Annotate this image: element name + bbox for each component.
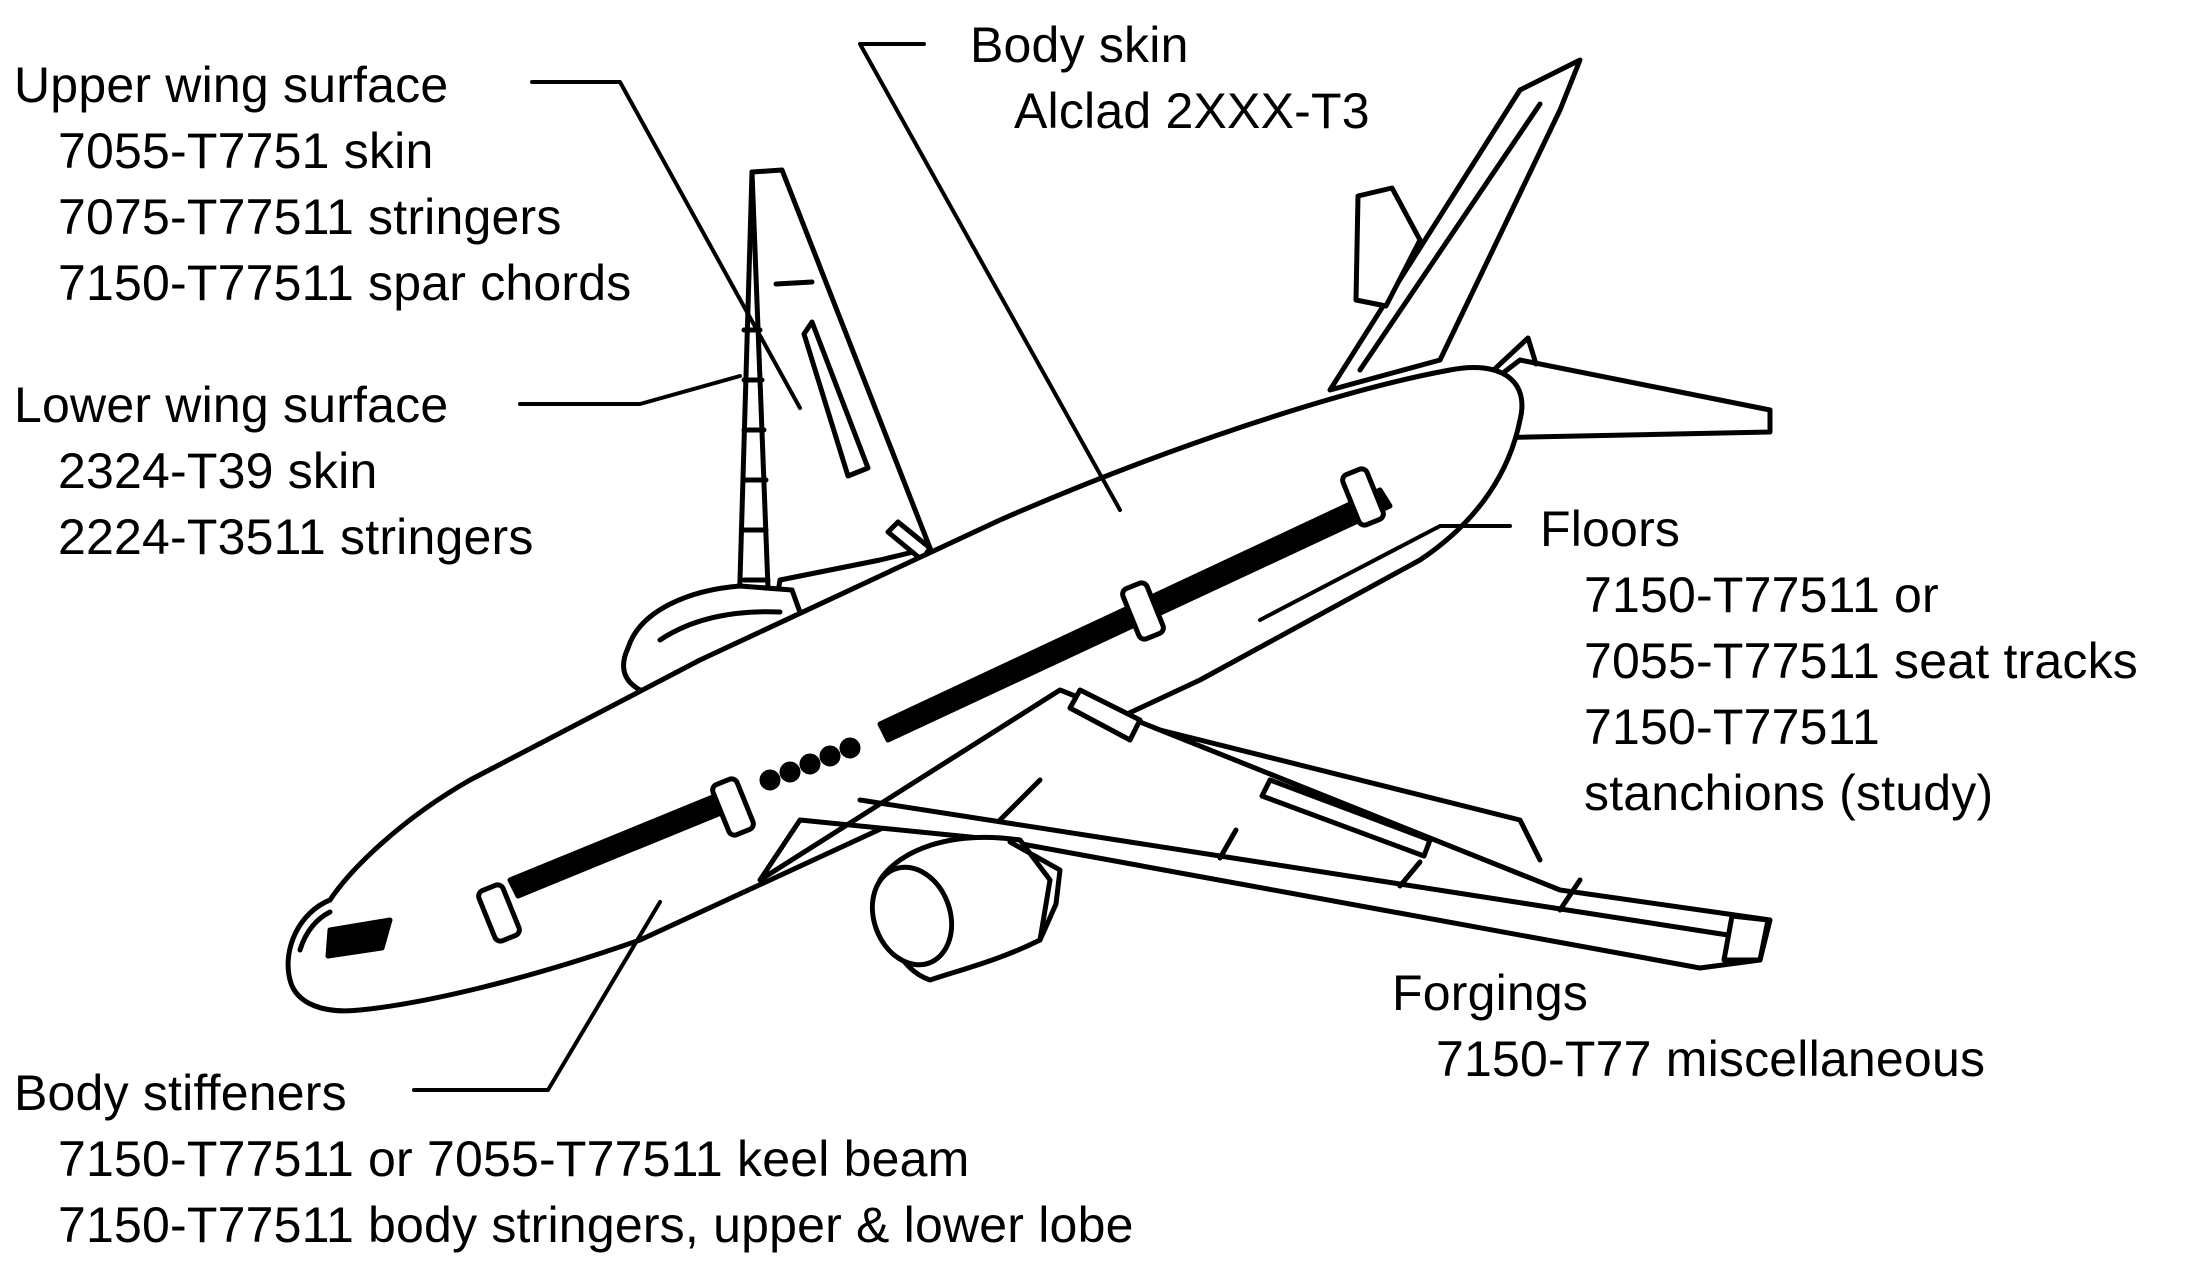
material-spec: 7075-T77511 stringers	[58, 189, 562, 245]
far-engine	[621, 583, 813, 693]
leader-lower-wing	[518, 374, 742, 406]
callout-body-stiffeners: Body stiffeners 7150-T77511 or 7055-T775…	[14, 1060, 1134, 1258]
near-wing	[757, 687, 1773, 971]
callout-forgings: Forgings 7150-T77 miscellaneous	[1392, 960, 1985, 1092]
material-spec: stanchions (study)	[1584, 765, 1994, 821]
callout-floors: Floors 7150-T77511 or 7055-T77511 seat t…	[1540, 496, 2138, 826]
callout-title: Lower wing surface	[14, 377, 449, 433]
material-spec: 7150-T77511 or 7055-T77511 keel beam	[58, 1131, 970, 1187]
callout-title: Body stiffeners	[14, 1065, 347, 1121]
callout-title: Body skin	[970, 17, 1189, 73]
material-spec: Alclad 2XXX-T3	[1014, 83, 1370, 139]
near-engine	[869, 834, 1063, 983]
material-spec: 7055-T7751 skin	[58, 123, 434, 179]
material-spec: 7150-T77511 or	[1584, 567, 1939, 623]
material-spec: 7150-T77511 spar chords	[58, 255, 632, 311]
leader-body-stiffeners	[412, 900, 662, 1092]
callout-title: Forgings	[1392, 965, 1589, 1021]
leader-lines	[412, 42, 1512, 1092]
material-spec: 7150-T77511 body stringers, upper & lowe…	[58, 1197, 1134, 1253]
leader-floors	[1258, 524, 1512, 622]
material-spec: 7150-T77511	[1584, 699, 1880, 755]
fuselage	[285, 364, 1525, 1014]
material-spec: 2324-T39 skin	[58, 443, 378, 499]
callout-lower-wing-surface: Lower wing surface 2324-T39 skin 2224-T3…	[14, 372, 534, 570]
callout-upper-wing-surface: Upper wing surface 7055-T7751 skin 7075-…	[14, 52, 631, 316]
material-spec: 7055-T77511 seat tracks	[1584, 633, 2138, 689]
leader-body-skin	[858, 42, 1122, 512]
leader-upper-wing	[530, 80, 802, 410]
material-spec: 2224-T3511 stringers	[58, 509, 534, 565]
callout-title: Floors	[1540, 501, 1681, 557]
callout-title: Upper wing surface	[14, 57, 449, 113]
vertical-tail	[1327, 57, 1583, 393]
material-spec: 7150-T77 miscellaneous	[1436, 1031, 1986, 1087]
callout-body-skin: Body skin Alclad 2XXX-T3	[970, 12, 1370, 144]
